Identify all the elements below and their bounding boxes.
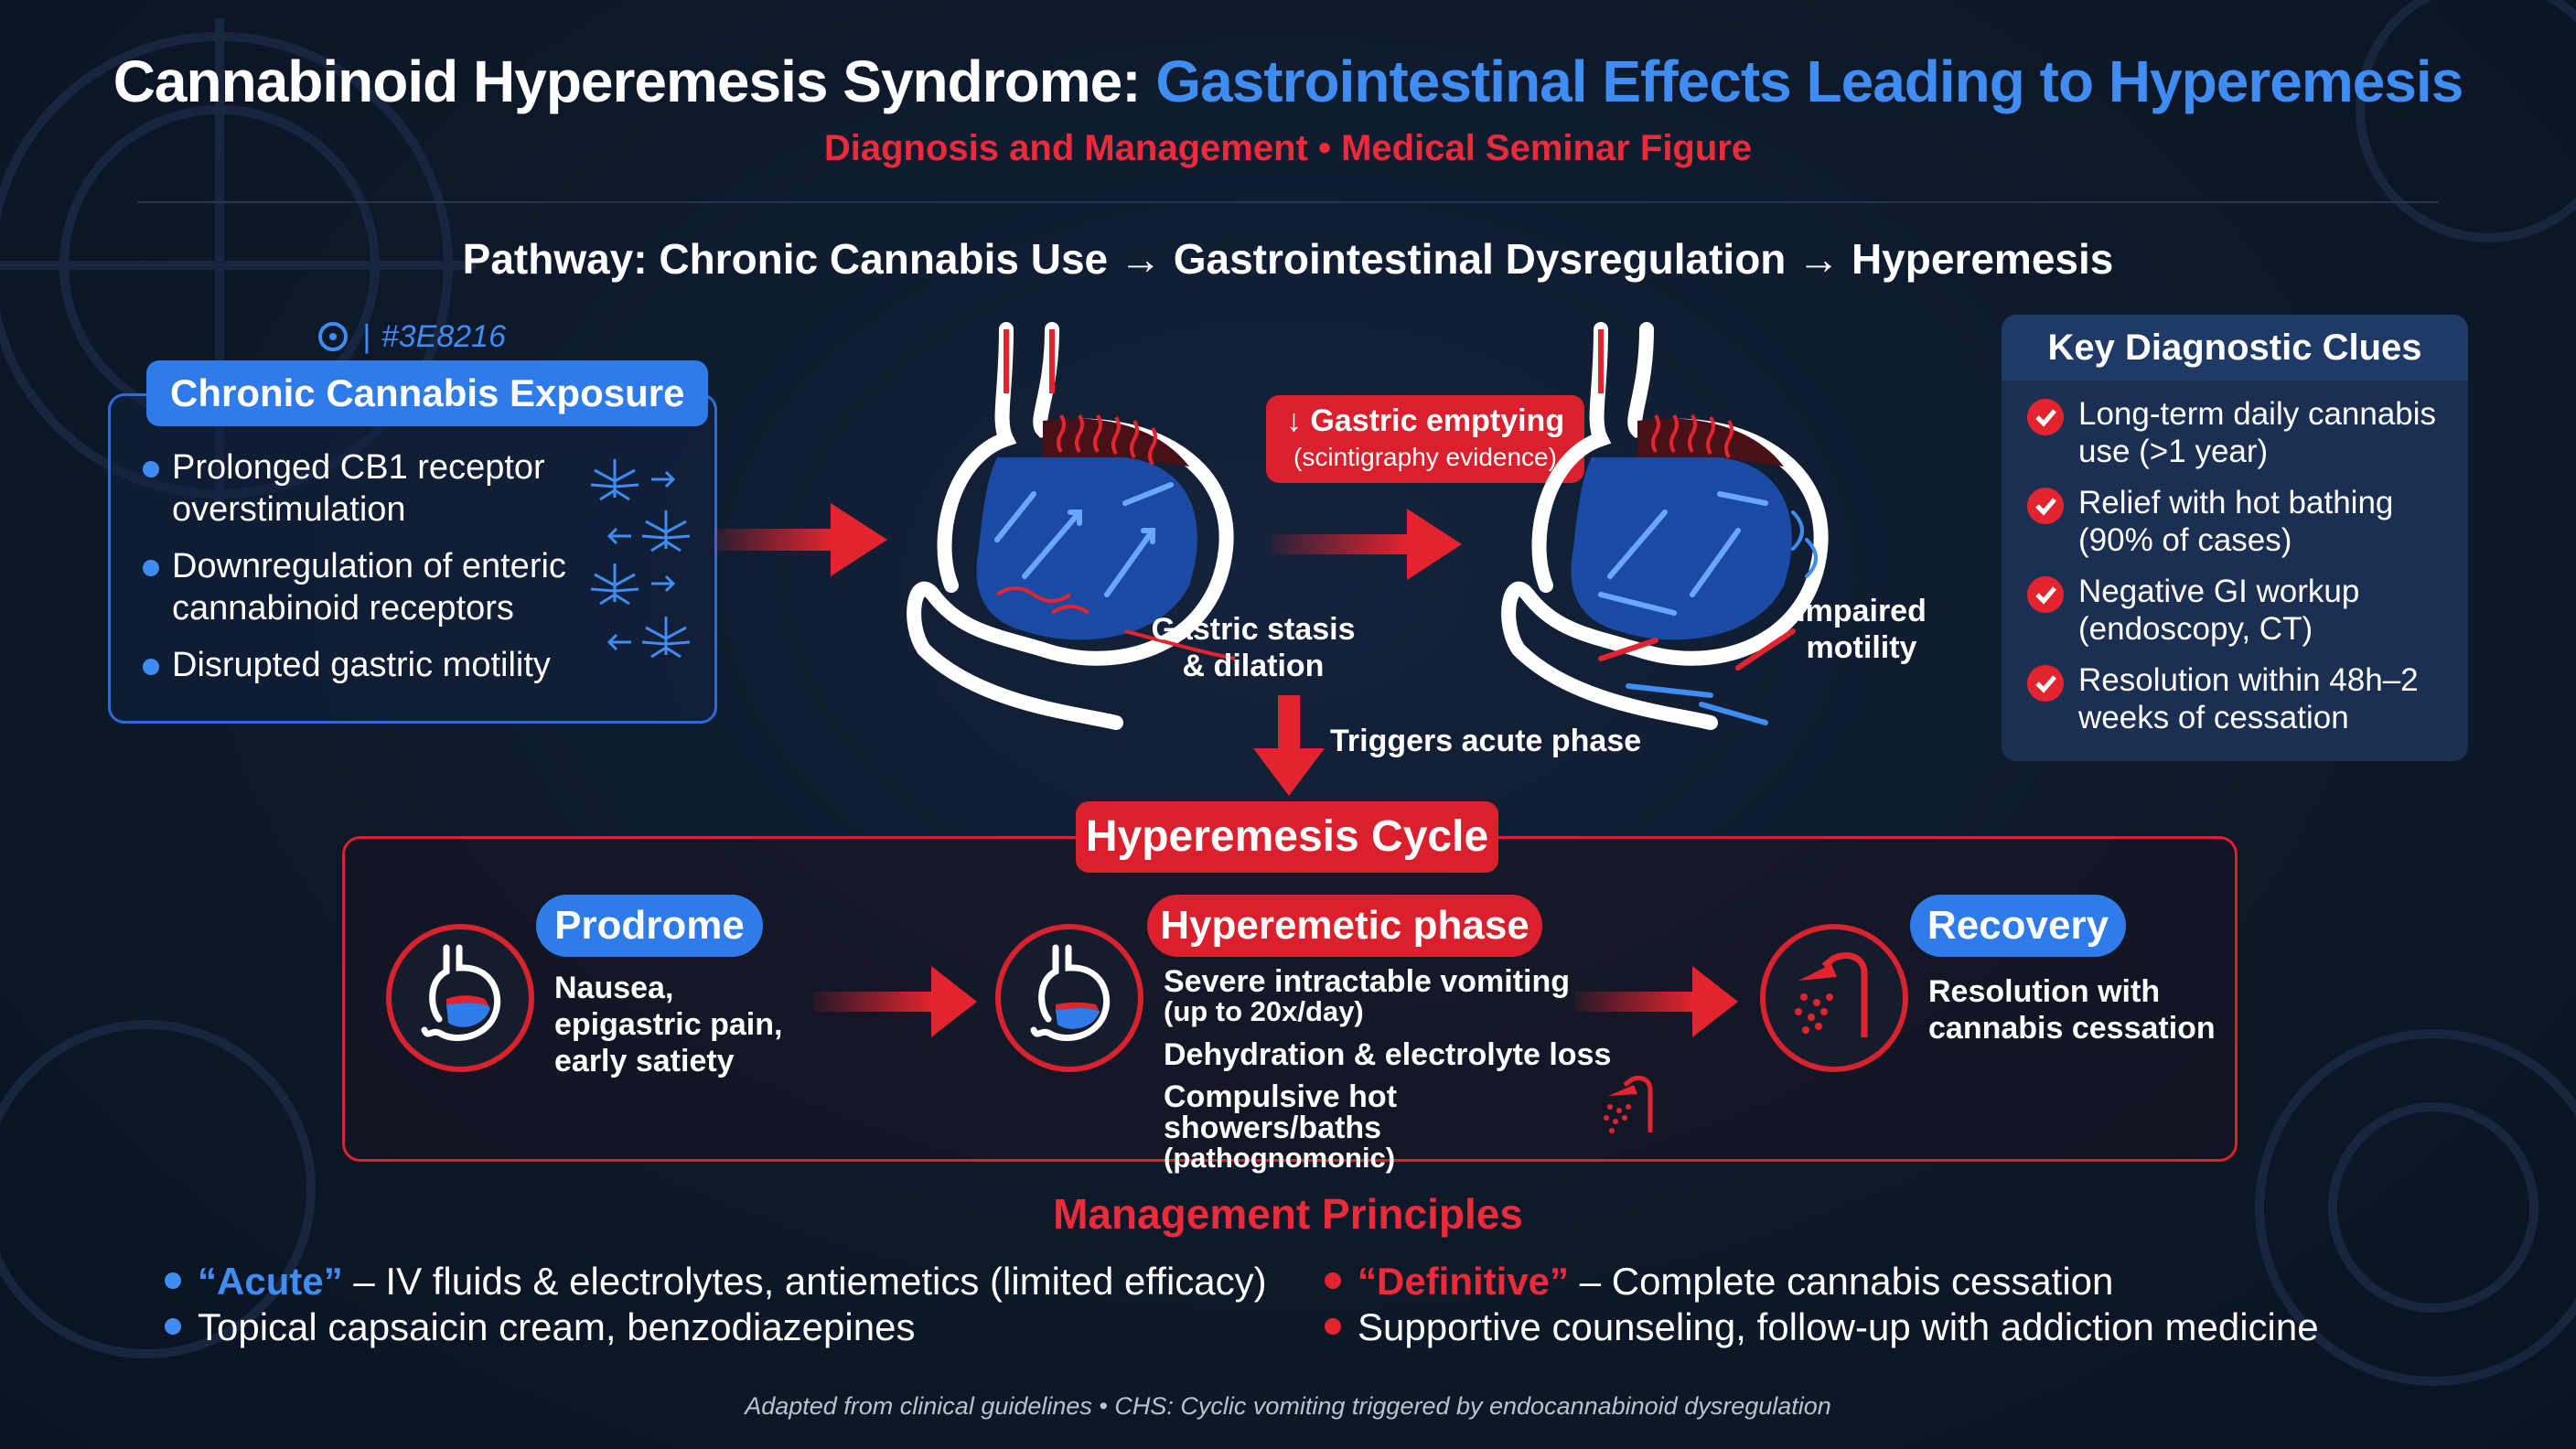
arrow-prodrome-to-hyperemetic bbox=[814, 966, 977, 1037]
recovery-text: Resolution with cannabis cessation bbox=[1928, 974, 2216, 1046]
management-definitive: “Definitive” – Complete cannabis cessati… bbox=[1325, 1259, 2113, 1304]
stasis-label: Gastric stasis & dilation bbox=[1143, 611, 1363, 684]
arrow-stomach-to-stomach bbox=[1272, 509, 1462, 580]
prodrome-label: Prodrome bbox=[536, 895, 763, 957]
vomiting-subtext: (up to 20x/day) bbox=[1164, 995, 1364, 1027]
diagnostic-clues-panel bbox=[2002, 315, 2468, 761]
arrow-hyperemetic-to-recovery bbox=[1575, 966, 1738, 1037]
stasis-label-line: Gastric stasis bbox=[1151, 612, 1356, 647]
arrow-exposure-to-stomach bbox=[714, 503, 887, 576]
bullet-dot bbox=[165, 1317, 181, 1335]
title-highlight: Gastrointestinal Effects Leading to Hype… bbox=[1155, 48, 2463, 114]
motility-label-line: motility bbox=[1806, 630, 1917, 665]
cannabis-leaf-icons bbox=[590, 459, 691, 659]
showers-subtext: (pathognomonic) bbox=[1164, 1142, 1396, 1174]
page-title: Cannabinoid Hyperemesis Syndrome: Gastro… bbox=[0, 48, 2576, 115]
supportive-text: Supportive counseling, follow-up with ad… bbox=[1358, 1305, 2319, 1348]
hyperemetic-details: Severe intractable vomiting (up to 20x/d… bbox=[1164, 966, 1621, 1186]
clue-text: Resolution within 48h–2 weeks of cessati… bbox=[2078, 662, 2419, 735]
topical-text: Topical capsaicin cream, benzodiazepines bbox=[198, 1305, 916, 1348]
list-item: Resolution within 48h–2 weeks of cessati… bbox=[2027, 661, 2457, 736]
hyperemesis-cycle-panel bbox=[342, 836, 2238, 1162]
clue-text: Relief with hot bathing (90% of cases) bbox=[2078, 485, 2394, 558]
cannabis-leaf-icon bbox=[641, 510, 691, 553]
pathway-heading: Pathway: Chronic Cannabis Use → Gastroin… bbox=[462, 235, 2114, 283]
exposure-list: Prolonged CB1 receptor overstimulation D… bbox=[139, 446, 596, 701]
arrow-right-icon bbox=[651, 470, 676, 488]
arrow-left-icon bbox=[606, 527, 631, 545]
dehydration-text: Dehydration & electrolyte loss bbox=[1164, 1037, 1612, 1072]
list-item: Relief with hot bathing (90% of cases) bbox=[2027, 484, 2457, 559]
cannabis-leaf-icon bbox=[641, 617, 691, 659]
motility-label: Impaired motility bbox=[1784, 593, 1939, 666]
list-item: Long-term daily cannabis use (>1 year) bbox=[2027, 395, 2457, 470]
arrow-left-icon bbox=[606, 633, 631, 651]
gastric-emptying-title: ↓ Gastric emptying bbox=[1285, 403, 1565, 438]
gastric-emptying-subtitle: (scintigraphy evidence) bbox=[1293, 443, 1557, 471]
recovery-label: Recovery bbox=[1910, 895, 2126, 957]
footnote: Adapted from clinical guidelines • CHS: … bbox=[745, 1392, 1831, 1420]
acute-label: “Acute” bbox=[198, 1260, 343, 1303]
acute-text: – IV fluids & electrolytes, antiemetics … bbox=[342, 1260, 1267, 1303]
stomach-icon bbox=[995, 924, 1143, 1072]
page-subtitle: Diagnosis and Management • Medical Semin… bbox=[823, 128, 1753, 168]
exposure-panel bbox=[108, 393, 717, 724]
shower-icon bbox=[1760, 924, 1908, 1072]
arrow-down-trigger bbox=[1253, 695, 1325, 796]
trigger-label: Triggers acute phase bbox=[1330, 724, 1642, 758]
list-item: Negative GI workup (endoscopy, CT) bbox=[2027, 573, 2457, 648]
cannabis-leaf-icon bbox=[590, 564, 639, 606]
cannabis-leaf-icon bbox=[590, 459, 639, 501]
hyperemetic-label: Hyperemetic phase bbox=[1147, 895, 1542, 957]
management-title: Management Principles bbox=[1053, 1190, 1523, 1238]
color-tag-text: #3E8216 bbox=[381, 318, 506, 354]
hyperemesis-cycle-title: Hyperemesis Cycle bbox=[1076, 801, 1498, 873]
stomach-stasis-illustration bbox=[907, 322, 1236, 730]
motility-label-line: Impaired bbox=[1797, 594, 1927, 628]
management-acute: “Acute” – IV fluids & electrolytes, anti… bbox=[165, 1259, 1267, 1304]
diagnostic-clues-list: Long-term daily cannabis use (>1 year) R… bbox=[2027, 395, 2457, 750]
check-icon bbox=[2027, 488, 2064, 524]
exposure-title: Chronic Cannabis Exposure bbox=[146, 360, 709, 426]
clue-text: Negative GI workup (endoscopy, CT) bbox=[2078, 574, 2360, 647]
color-tag: | #3E8216 bbox=[315, 318, 506, 355]
management-topical: Topical capsaicin cream, benzodiazepines bbox=[165, 1304, 915, 1350]
title-main: Cannabinoid Hyperemesis Syndrome: bbox=[113, 48, 1156, 114]
arrow-right-icon bbox=[651, 574, 676, 593]
check-icon bbox=[2027, 399, 2064, 435]
stasis-label-line: & dilation bbox=[1182, 649, 1325, 683]
vomiting-text: Severe intractable vomiting bbox=[1164, 964, 1571, 999]
bullet-dot bbox=[1325, 1272, 1341, 1289]
refresh-icon bbox=[318, 322, 348, 351]
check-icon bbox=[2027, 665, 2064, 702]
check-icon bbox=[2027, 576, 2064, 613]
gastric-emptying-badge: ↓ Gastric emptying (scintigraphy evidenc… bbox=[1266, 395, 1584, 483]
stomach-motility-illustration bbox=[1501, 322, 1829, 730]
header-divider bbox=[137, 201, 2439, 203]
list-item: Downregulation of enteric cannabinoid re… bbox=[139, 545, 596, 629]
clue-text: Long-term daily cannabis use (>1 year) bbox=[2078, 396, 2437, 469]
definitive-text: – Complete cannabis cessation bbox=[1569, 1260, 2114, 1303]
bullet-dot bbox=[165, 1272, 181, 1289]
list-item: Prolonged CB1 receptor overstimulation bbox=[139, 446, 596, 531]
bullet-dot bbox=[1325, 1317, 1341, 1335]
stomach-icon bbox=[386, 924, 534, 1072]
prodrome-text: Nausea, epigastric pain, early satiety bbox=[554, 971, 783, 1079]
diagnostic-clues-title: Key Diagnostic Clues bbox=[2002, 315, 2468, 381]
definitive-label: “Definitive” bbox=[1358, 1260, 1570, 1303]
management-supportive: Supportive counseling, follow-up with ad… bbox=[1325, 1304, 2319, 1350]
shower-icon bbox=[1604, 1076, 1653, 1133]
showers-text: Compulsive hot showers/baths bbox=[1164, 1079, 1398, 1145]
list-item: Disrupted gastric motility bbox=[139, 644, 596, 686]
